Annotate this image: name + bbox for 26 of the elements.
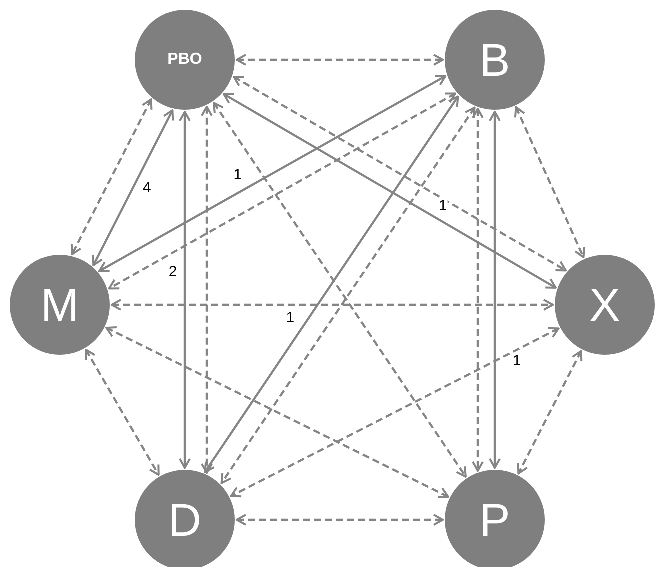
arrow [489, 111, 501, 469]
edge-label: 1 [285, 310, 296, 326]
dashed-arrow [472, 108, 484, 472]
arrow [179, 111, 191, 469]
dashed-arrow [517, 350, 583, 475]
dashed-arrow [70, 98, 153, 256]
node-label: D [168, 497, 202, 543]
dashed-arrow [236, 54, 444, 66]
edge-label: 4 [142, 180, 152, 196]
arrow [92, 109, 174, 266]
dashed-arrow [111, 299, 554, 311]
dashed-arrow [233, 76, 567, 272]
dashed-arrow [514, 106, 586, 259]
arrow [98, 75, 447, 272]
dashed-arrow [230, 327, 560, 498]
arrow [223, 93, 557, 289]
dashed-arrow [106, 326, 450, 498]
dashed-arrow [108, 92, 456, 290]
node-label: P [480, 497, 510, 543]
node-label: X [590, 282, 620, 328]
dashed-arrow [85, 348, 160, 476]
dashed-arrow [201, 106, 213, 474]
node-label: PBO [168, 52, 202, 68]
node-label: M [40, 282, 80, 328]
dashed-arrow [236, 514, 444, 526]
node-label: B [480, 37, 510, 83]
